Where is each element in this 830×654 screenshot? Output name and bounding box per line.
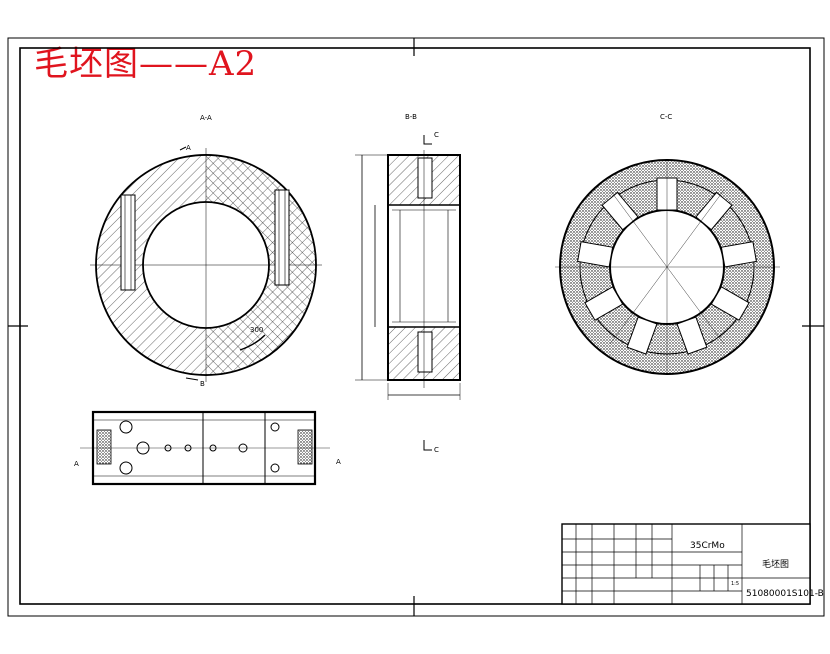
view-bb: C C	[355, 131, 461, 454]
tb-scale: 1:5	[731, 581, 739, 587]
bb-bottom-slot	[417, 331, 433, 373]
aa-bore-right	[274, 189, 290, 286]
title-block: 35CrMo 毛坯图 1:5 51080001S101-B	[561, 523, 824, 605]
aa-marker-top: A	[186, 144, 191, 152]
view-label-bb: B-B	[405, 113, 417, 121]
cc-center-lines	[555, 160, 780, 374]
aa-dim-label: 300	[250, 326, 263, 334]
bb-top-slot	[417, 157, 433, 199]
tb-drawing-name: 毛坯图	[762, 558, 789, 570]
side-holes	[119, 420, 280, 475]
side-marker-right: A	[336, 458, 341, 466]
outer-frame	[7, 37, 825, 617]
aa-bore-left	[120, 194, 136, 291]
aa-marker-bottom: B	[200, 380, 205, 388]
centering-marks	[8, 38, 824, 616]
sheet-title: 毛坯图——A2	[34, 44, 258, 84]
view-label-cc: C-C	[660, 113, 672, 121]
side-marker-left: A	[74, 460, 79, 468]
side-right-hatch	[297, 429, 313, 465]
view-aa: A B 300	[90, 144, 322, 388]
bb-marker-bottom: C	[434, 446, 439, 454]
side-left-hatch	[96, 429, 112, 465]
bb-marker-top: C	[434, 131, 439, 139]
side-view: A A	[74, 410, 341, 486]
aa-arrow	[239, 334, 266, 351]
tb-drawing-number: 51080001S101-B	[746, 589, 824, 599]
view-cc	[555, 159, 780, 375]
view-label-aa: A-A	[200, 114, 212, 122]
tb-material: 35CrMo	[690, 541, 725, 551]
